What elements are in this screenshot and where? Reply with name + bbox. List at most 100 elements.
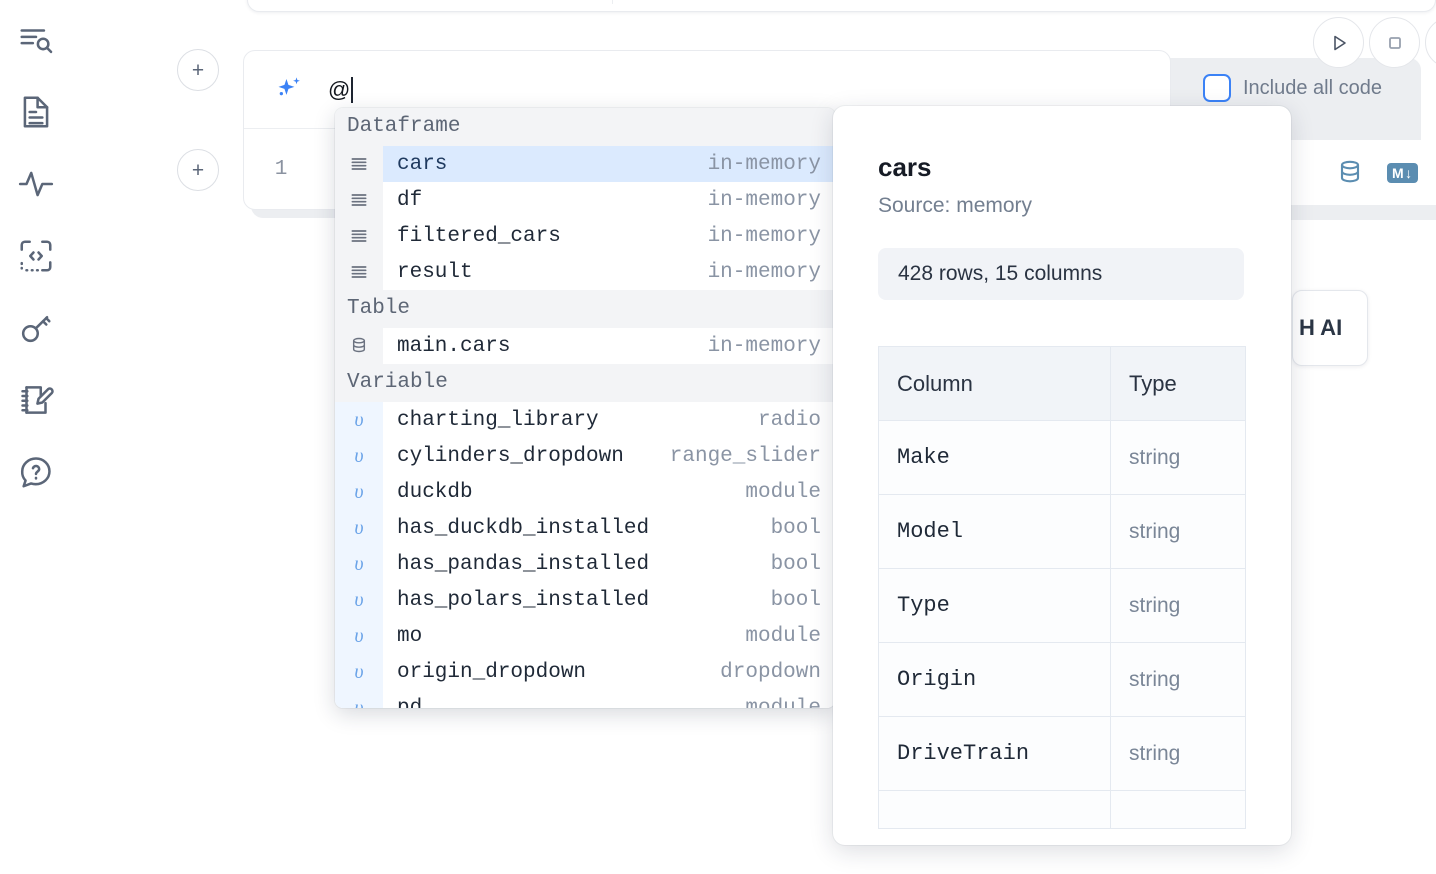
cell-output-toolbar: M↓ [1290,140,1436,206]
include-all-code-checkbox[interactable] [1203,74,1231,102]
dropdown-item-name: pd [397,696,423,709]
dropdown-section-header: Variable [335,364,835,402]
dataframe-preview-panel: cars Source: memory 428 rows, 15 columns… [833,106,1291,845]
variable-icon: υ [335,618,383,654]
preview-stats-badge: 428 rows, 15 columns [878,248,1244,300]
variable-icon: υ [335,690,383,708]
dropdown-item[interactable]: υ pd module [335,690,835,708]
dropdown-item[interactable]: υ has_duckdb_installed bool [335,510,835,546]
ai-sparkle-icon [272,73,306,107]
dropdown-item-name: mo [397,624,423,648]
dataframe-rows-icon [335,146,383,182]
table-cell-type [1110,790,1246,829]
ai-prompt-text: @ [328,76,351,102]
table-cell-column [878,790,1111,829]
dropdown-item[interactable]: υ charting_library radio [335,402,835,438]
dropdown-item-name: has_polars_installed [397,588,650,612]
dropdown-item-name: df [397,188,423,212]
table-cell-column: Make [878,420,1111,495]
variable-icon: υ [335,438,383,474]
dropdown-item-name: result [397,260,473,284]
ai-prompt-input[interactable]: @ [328,76,354,103]
stop-cell-button[interactable] [1369,17,1420,68]
document-icon[interactable] [14,90,58,134]
key-icon[interactable] [14,306,58,350]
table-cell-column: Type [878,568,1111,643]
sidebar-icon-rail [0,0,72,874]
add-cell-plus-icon: + [191,58,205,82]
markdown-arrow: ↓ [1405,164,1413,181]
dropdown-item-type: in-memory [707,188,821,212]
column-header-type: Type [1110,346,1246,421]
dropdown-item-type: dropdown [720,660,821,684]
database-icon [335,328,383,364]
table-cell-column: DriveTrain [878,716,1111,791]
include-all-code-label: Include all code [1243,76,1382,99]
activity-pulse-icon[interactable] [14,162,58,206]
database-icon[interactable] [1335,158,1365,188]
dropdown-item[interactable]: result in-memory [335,254,835,290]
variable-icon: υ [335,402,383,438]
table-cell-type: string [1110,420,1246,495]
notebook-edit-icon[interactable] [14,378,58,422]
include-all-code-toggle[interactable]: Include all code [1203,74,1382,102]
dropdown-item[interactable]: df in-memory [335,182,835,218]
dropdown-item-type: in-memory [707,152,821,176]
variable-icon: υ [335,582,383,618]
dropdown-item-name: has_duckdb_installed [397,516,650,540]
table-cell-type: string [1110,568,1246,643]
add-cell-button-top[interactable]: + [177,49,219,91]
dropdown-item[interactable]: cars in-memory [335,146,835,182]
code-editor-row[interactable]: 1 [244,129,1172,210]
dropdown-item-type: in-memory [707,334,821,358]
generate-with-ai-button[interactable]: H AI [1292,290,1368,366]
generate-with-ai-label: H AI [1299,315,1343,340]
variable-icon: υ [335,510,383,546]
markdown-letter: M [1392,164,1405,181]
dropdown-item-type: radio [757,408,821,432]
dropdown-item-type: module [745,624,821,648]
variable-icon: υ [335,546,383,582]
line-number: 1 [274,158,288,181]
dropdown-item-name: charting_library [397,408,599,432]
table-cell-type: string [1110,494,1246,569]
dropdown-item[interactable]: filtered_cars in-memory [335,218,835,254]
add-cell-button-bottom[interactable]: + [177,149,219,191]
dropdown-item-type: in-memory [707,224,821,248]
dropdown-item-type: bool [770,516,821,540]
markdown-icon[interactable]: M↓ [1387,162,1418,183]
table-cell-type: string [1110,642,1246,717]
dropdown-item-type: in-memory [707,260,821,284]
code-snippet-icon[interactable] [14,234,58,278]
preview-source: Source: memory [878,194,1033,217]
dropdown-item-name: filtered_cars [397,224,561,248]
run-cell-button[interactable] [1313,17,1364,68]
more-actions-button[interactable] [1425,17,1436,68]
dropdown-item-name: cars [397,152,448,176]
dropdown-item-type: module [745,696,821,709]
dropdown-item-name: origin_dropdown [397,660,587,684]
table-cell-type: string [1110,716,1246,791]
help-question-icon[interactable] [14,450,58,494]
dropdown-item-name: duckdb [397,480,473,504]
column-header-column: Column [878,346,1111,421]
table-header-row: Column Type [878,346,1246,421]
file-explorer-search-icon[interactable] [14,18,58,62]
previous-cell-divider [612,0,613,4]
dropdown-item-name: has_pandas_installed [397,552,650,576]
preview-title: cars [878,152,932,182]
cell-output-divider [1290,206,1436,220]
